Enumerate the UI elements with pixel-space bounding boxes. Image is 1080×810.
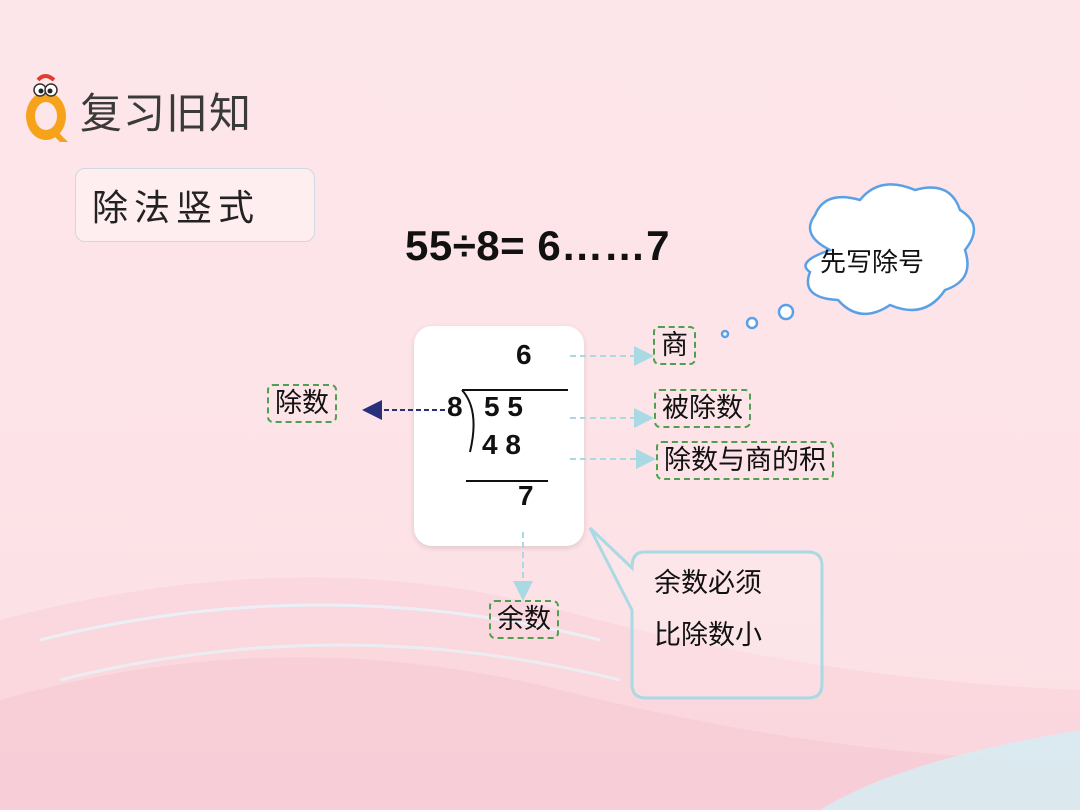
dividend-label: 被除数 <box>654 389 751 429</box>
divisor-label: 除数 <box>267 384 337 424</box>
remark-line-2: 比除数小 <box>654 620 762 651</box>
product-label: 除数与商的积 <box>656 441 834 481</box>
thought-bubble-text: 先写除号 <box>820 248 925 278</box>
quotient-digit: 6 <box>516 339 532 370</box>
dividend-digits: 5 5 <box>484 391 523 422</box>
remainder-label: 余数 <box>489 600 559 640</box>
remark-line-1: 余数必须 <box>654 568 762 599</box>
mascot-logo-icon <box>26 74 68 142</box>
topic-label: 除法竖式 <box>92 188 261 229</box>
product-digits: 4 8 <box>482 429 521 460</box>
remainder-digit: 7 <box>518 480 534 511</box>
page-title: 复习旧知 <box>80 89 253 138</box>
divisor-digit: 8 <box>447 391 463 422</box>
quotient-label: 商 <box>653 326 696 366</box>
topic-box: 除法竖式 <box>75 168 315 242</box>
equation-text: 55÷8= 6……7 <box>405 222 671 269</box>
